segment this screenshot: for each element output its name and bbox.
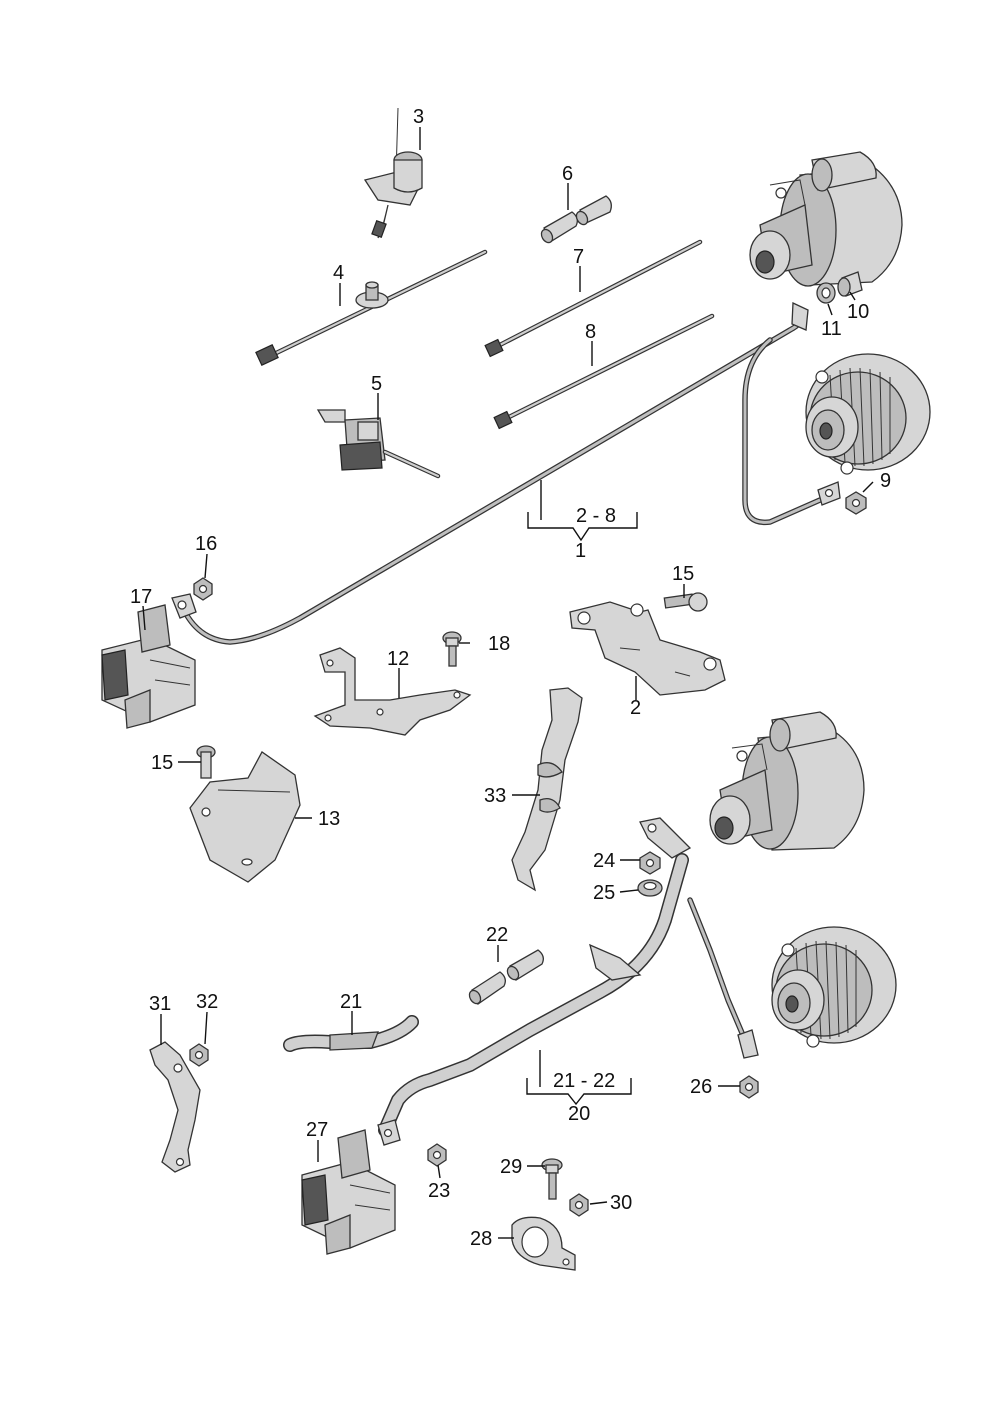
callout-6: 6 — [562, 163, 573, 185]
part-24-nut — [639, 851, 661, 875]
callout-32: 32 — [196, 991, 218, 1013]
part-18-bolt — [442, 631, 462, 667]
callout-25: 25 — [593, 882, 615, 904]
callout-23: 23 — [428, 1180, 450, 1202]
part-32-nut — [189, 1043, 209, 1067]
callout-27: 27 — [306, 1119, 328, 1141]
part-15-bolt-upper — [663, 592, 708, 612]
callout-16: 16 — [195, 533, 217, 555]
callout-24: 24 — [593, 850, 615, 872]
part-5-clip — [316, 409, 441, 479]
part-17-fuse-box — [101, 604, 196, 729]
callout-7: 7 — [573, 246, 584, 268]
part-28-clamp — [511, 1216, 576, 1271]
callout-30: 30 — [610, 1192, 632, 1214]
callout-range-2-8: 2 - 8 — [576, 505, 616, 527]
callout-11: 11 — [821, 318, 842, 340]
part-9-nut — [845, 491, 867, 515]
part-11-bushing — [816, 282, 836, 304]
callout-12: 12 — [387, 648, 409, 670]
starter-motor-top — [749, 151, 903, 287]
callout-20: 20 — [568, 1103, 590, 1125]
callout-15b: 15 — [151, 752, 173, 774]
part-15-screw-lower — [196, 745, 216, 779]
alternator-top — [805, 353, 931, 475]
part-2-bracket — [569, 601, 726, 696]
callout-31: 31 — [149, 993, 171, 1015]
callout-4: 4 — [333, 262, 344, 284]
part-8-cable-tie — [493, 313, 715, 430]
alternator-bottom — [771, 926, 897, 1048]
callout-29: 29 — [500, 1156, 522, 1178]
part-29-bolt — [541, 1158, 563, 1200]
range-brace-2-8 — [527, 512, 638, 542]
part-31-bracket — [149, 1041, 201, 1173]
callout-33: 33 — [484, 785, 506, 807]
callout-5: 5 — [371, 373, 382, 395]
starter-motor-bottom — [709, 711, 865, 851]
callout-28: 28 — [470, 1228, 492, 1250]
part-25-sleeve — [637, 879, 663, 897]
callout-1: 1 — [575, 540, 586, 562]
leader-lines — [142, 127, 874, 1239]
callout-9: 9 — [880, 470, 891, 492]
part-27-fuse-box — [301, 1129, 396, 1255]
part-16-nut — [193, 577, 213, 601]
callout-26: 26 — [690, 1076, 712, 1098]
callout-range-21-22: 21 - 22 — [553, 1070, 615, 1092]
callout-8: 8 — [585, 321, 596, 343]
part-4-cable-tie-clip — [255, 249, 488, 366]
callout-21: 21 — [340, 991, 362, 1013]
callout-3: 3 — [413, 106, 424, 128]
range-brace-21-22 — [526, 1078, 632, 1106]
part-26-nut — [739, 1075, 759, 1099]
part-12-bracket — [313, 647, 472, 736]
part-7-cable-tie — [484, 239, 703, 358]
callout-13: 13 — [318, 808, 340, 830]
part-13-plate — [189, 751, 301, 883]
callout-18: 18 — [488, 633, 510, 655]
part-23-nut — [427, 1143, 447, 1167]
part-10-bushing — [837, 271, 863, 297]
part-1-battery-cable — [171, 302, 841, 645]
callout-10: 10 — [847, 301, 869, 323]
callout-15a: 15 — [672, 563, 694, 585]
part-3-cable-holder — [363, 107, 423, 239]
part-22-sleeves — [468, 949, 544, 1005]
part-20-cable-harness — [377, 817, 759, 1146]
callout-labels: 3 6 4 7 11 10 8 5 9 2 - 8 1 16 15 17 18 … — [130, 106, 891, 1250]
callout-17: 17 — [130, 586, 152, 608]
part-6-sleeves — [540, 195, 612, 244]
part-21-tube-section — [283, 1015, 419, 1052]
callout-22: 22 — [486, 924, 508, 946]
callout-2: 2 — [630, 697, 641, 719]
part-30-nut — [569, 1193, 589, 1217]
part-33-holder — [511, 687, 583, 892]
